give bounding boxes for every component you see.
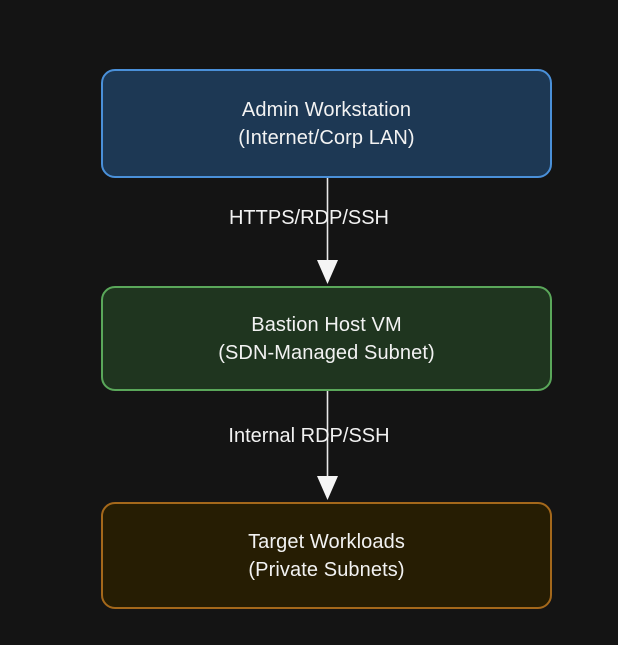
- edge-admin-to-bastion: [317, 178, 338, 284]
- edge-label-internal-rdp-ssh: Internal RDP/SSH: [228, 425, 390, 447]
- node-bastion-host-vm-subtitle: (SDN-Managed Subnet): [218, 341, 435, 364]
- node-admin-workstation-title: Admin Workstation: [241, 98, 412, 121]
- edge-admin-to-bastion-arrowhead: [317, 260, 338, 284]
- edge-bastion-to-target-arrowhead: [317, 476, 338, 500]
- node-bastion-host-vm[interactable]: Bastion Host VM (SDN-Managed Subnet): [101, 286, 552, 391]
- node-target-workloads-subtitle: (Private Subnets): [248, 558, 405, 581]
- node-bastion-host-vm-title: Bastion Host VM: [251, 313, 402, 336]
- node-admin-workstation-subtitle: (Internet/Corp LAN): [238, 126, 415, 149]
- edge-label-https-rdp-ssh: HTTPS/RDP/SSH: [228, 207, 390, 229]
- node-target-workloads[interactable]: Target Workloads (Private Subnets): [101, 502, 552, 609]
- node-admin-workstation[interactable]: Admin Workstation (Internet/Corp LAN): [101, 69, 552, 178]
- node-target-workloads-title: Target Workloads: [248, 530, 405, 553]
